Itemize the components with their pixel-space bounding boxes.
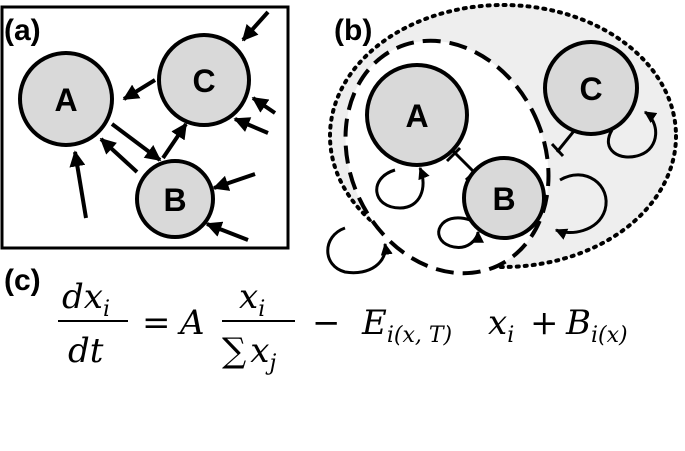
arrow-b-to-a <box>99 137 139 174</box>
panel-b: (b) A B C <box>326 3 678 276</box>
eq-lhs-denominator: dt <box>68 331 104 371</box>
arrow-a-to-b <box>110 122 162 162</box>
self-loop-inner-cluster <box>554 173 608 240</box>
input-arrow-c-right2 <box>233 117 269 135</box>
self-loop-a <box>375 166 430 210</box>
eq-minus-sign: − <box>312 303 341 343</box>
self-loop-outer-cluster <box>326 226 393 275</box>
eq-term-x: xi <box>488 303 514 348</box>
input-arrow-b-right1 <box>212 172 256 191</box>
panel-a-label: (a) <box>4 14 41 47</box>
node-b-c-label: C <box>579 71 602 107</box>
eq-term-b: Bi(x) <box>565 303 628 348</box>
arrow-c-to-a <box>122 78 157 101</box>
node-b-b-circle <box>462 156 546 240</box>
eq-plus-sign: + <box>530 303 559 343</box>
input-arrow-c-right1 <box>251 96 277 115</box>
arrow-b-to-c <box>161 122 188 160</box>
node-c-label: C <box>192 63 215 99</box>
self-loop-b <box>437 216 484 249</box>
node-b-b-label: B <box>492 181 515 217</box>
self-loop-c <box>606 110 658 159</box>
node-c-circle <box>157 33 251 127</box>
node-b-circle <box>135 159 215 239</box>
node-b-label: B <box>163 182 186 218</box>
eq-term-e: Ei(x, T) <box>361 303 452 348</box>
input-arrow-b-right2 <box>205 221 249 242</box>
panel-b-label: (b) <box>334 14 372 47</box>
eq-coefficient-a: A <box>177 303 205 343</box>
input-arrow-a <box>69 150 88 219</box>
inhibit-cluster-c-bar1 <box>550 142 565 158</box>
eq-fraction-numerator: xi <box>239 277 265 322</box>
panel-c: (c) dxi dt = A xi ∑xj − Ei(x, T) xi + Bi… <box>4 264 628 376</box>
node-b-a-circle <box>365 63 469 167</box>
inhibit-a-b-bar1 <box>445 146 462 163</box>
eq-lhs-numerator: dxi <box>62 277 110 322</box>
input-arrow-c-top <box>241 10 270 42</box>
node-a-label: A <box>54 82 77 118</box>
eq-equals-sign: = <box>142 303 171 343</box>
eq-fraction-denominator: ∑xj <box>222 331 276 376</box>
node-b-a-label: A <box>405 98 428 134</box>
panel-a: (a) A C B <box>0 5 290 250</box>
panel-c-label: (c) <box>4 264 41 297</box>
equation: dxi dt = A xi ∑xj − Ei(x, T) xi + Bi(x) <box>58 277 628 376</box>
node-b-c-circle <box>543 40 639 136</box>
node-a-circle <box>18 51 114 147</box>
